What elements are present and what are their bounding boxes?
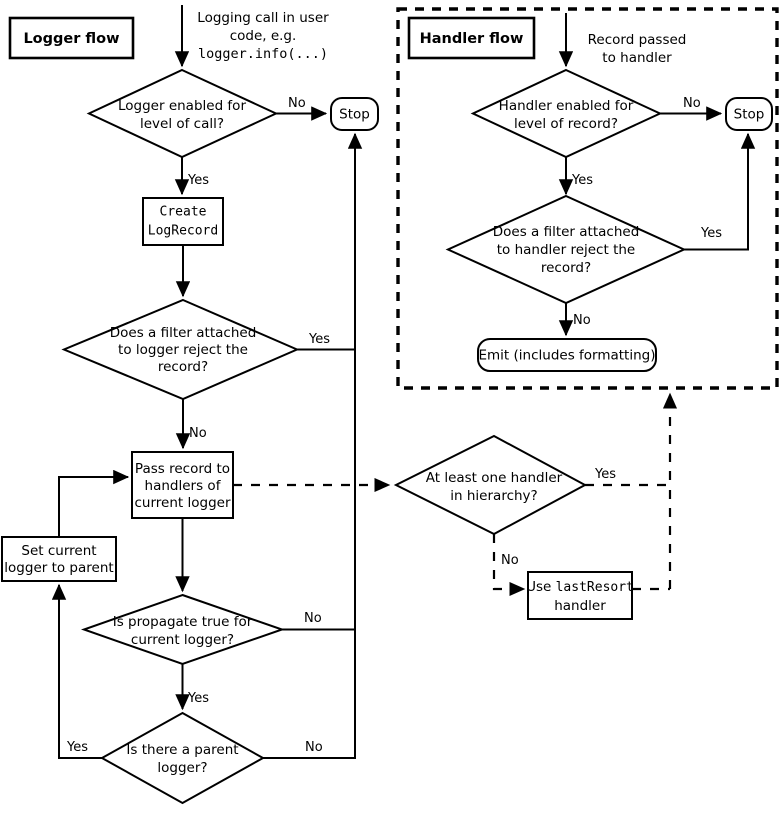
node-last-resort-line2: handler xyxy=(554,598,606,614)
node-last-resort-mono: lastResort xyxy=(556,580,634,595)
edge-label-any-handler-no: No xyxy=(501,553,519,568)
edge-any-handler-yes xyxy=(585,392,678,487)
node-is-propagate-line1: Is propagate true for xyxy=(113,614,253,630)
edge-set-parent-to-pass-record xyxy=(58,469,130,537)
edge-label-handler-filter-yes: Yes xyxy=(700,226,722,241)
node-logger-filter-line1: Does a filter attached xyxy=(110,325,257,341)
node-pass-record-line2: handlers of xyxy=(145,478,222,494)
edge-label-has-parent-no: No xyxy=(305,740,323,755)
node-logger-stop-label: Stop xyxy=(339,107,370,123)
node-handler-filter-line1: Does a filter attached xyxy=(493,224,640,240)
edge-label-logger-enabled-no: No xyxy=(288,96,306,111)
node-has-parent-line1: Is there a parent xyxy=(126,742,238,758)
handler-entry-caption-line1: Record passed xyxy=(588,32,687,48)
node-handler-stop xyxy=(725,97,773,131)
logger-flow-title: Logger flow xyxy=(23,31,119,47)
edge-label-handler-enabled-no: No xyxy=(683,96,701,111)
node-handler-enabled-line1: Handler enabled for xyxy=(499,98,634,114)
node-logger-enabled-line1: Logger enabled for xyxy=(118,98,246,114)
node-emit-label: Emit (includes formatting) xyxy=(479,348,656,364)
node-handler-stop-label: Stop xyxy=(734,107,765,123)
node-logger-stop xyxy=(330,97,379,131)
logger-entry-caption-line3: logger.info(...) xyxy=(198,46,328,62)
node-logger-filter-line3: record? xyxy=(158,359,208,375)
node-set-parent-line1: Set current xyxy=(21,543,96,559)
node-emit xyxy=(477,338,657,372)
node-any-handler-line1: At least one handler xyxy=(426,470,563,486)
node-has-parent-line2: logger? xyxy=(157,760,207,776)
node-pass-record-line3: current logger xyxy=(135,495,231,511)
edge-label-propagate-yes: Yes xyxy=(187,691,209,706)
handler-flow-title: Handler flow xyxy=(420,31,524,47)
node-logger-enabled-line2: level of call? xyxy=(140,116,224,132)
edge-label-has-parent-yes: Yes xyxy=(66,740,88,755)
node-set-parent xyxy=(1,536,117,582)
node-is-propagate-line2: current logger? xyxy=(131,632,234,648)
edge-label-logger-filter-yes: Yes xyxy=(308,332,330,347)
node-set-parent-line2: logger to parent xyxy=(4,560,113,576)
node-last-resort-line1: Use lastResort xyxy=(526,579,634,595)
edge-label-logger-enabled-yes: Yes xyxy=(187,173,209,188)
edge-label-handler-filter-no: No xyxy=(573,313,591,328)
node-handler-enabled-line2: level of record? xyxy=(514,116,618,132)
node-create-logrecord-line1: Create xyxy=(160,205,207,220)
node-last-resort-prefix: Use xyxy=(526,579,556,595)
node-any-handler-line2: in hierarchy? xyxy=(450,488,537,504)
node-logger-filter-line2: to logger reject the xyxy=(118,342,248,358)
logger-entry-caption-line1: Logging call in user xyxy=(197,10,329,26)
node-pass-record-line1: Pass record to xyxy=(135,461,230,477)
node-create-logrecord xyxy=(142,197,224,246)
node-pass-record xyxy=(131,451,234,519)
node-handler-filter-line3: record? xyxy=(541,260,591,276)
edge-label-any-handler-yes: Yes xyxy=(594,467,616,482)
edge-has-parent-no xyxy=(263,629,356,759)
edge-label-handler-enabled-yes: Yes xyxy=(571,173,593,188)
logger-entry-caption-line2: code, e.g. xyxy=(230,28,297,44)
edge-logger-filter-yes xyxy=(297,132,363,351)
edge-label-propagate-no: No xyxy=(304,611,322,626)
logger-flow-title-box xyxy=(8,16,135,60)
edge-label-logger-filter-no: No xyxy=(189,426,207,441)
node-create-logrecord-line2: LogRecord xyxy=(148,224,218,239)
node-handler-filter-line2: to handler reject the xyxy=(497,242,635,258)
edge-has-parent-yes xyxy=(51,583,102,759)
edge-handler-filter-yes xyxy=(684,132,756,251)
handler-flow-title-box xyxy=(407,16,536,60)
edge-any-handler-no xyxy=(492,534,526,597)
handler-flow-group-border xyxy=(396,7,779,390)
node-last-resort xyxy=(527,571,633,620)
node-has-parent xyxy=(99,711,266,805)
handler-entry-caption-line2: to handler xyxy=(602,50,672,66)
